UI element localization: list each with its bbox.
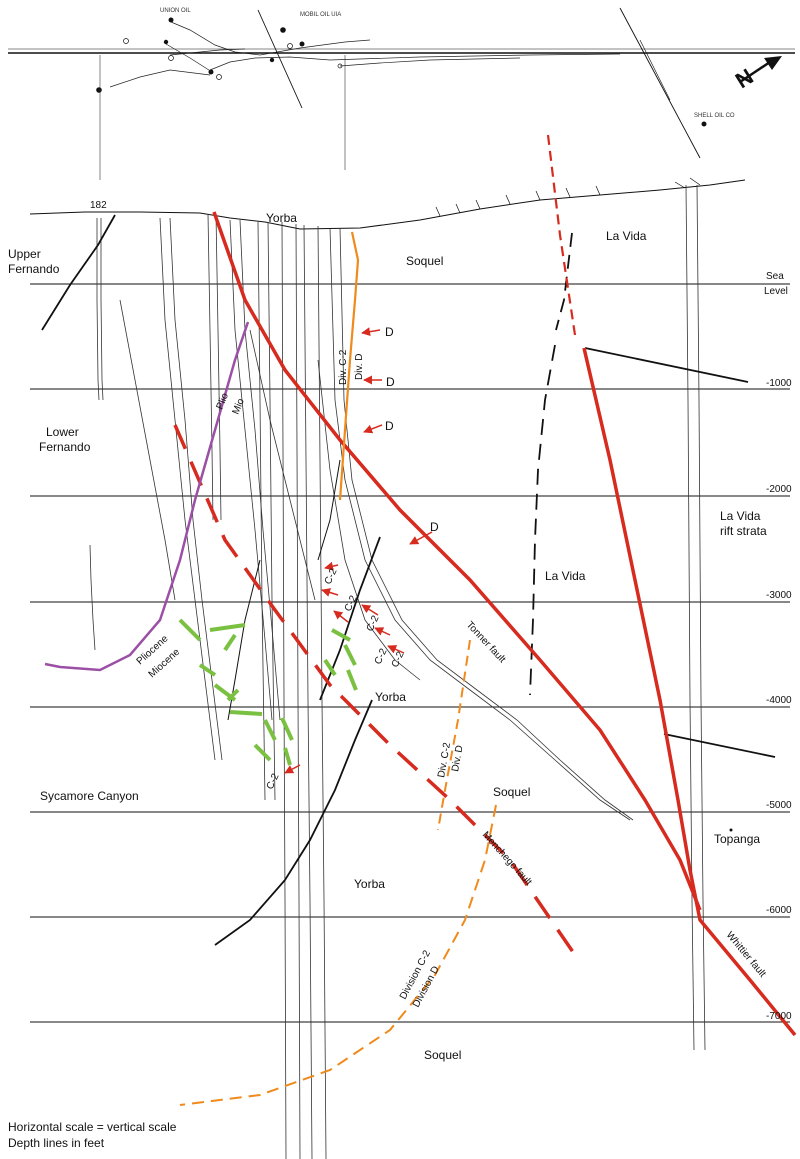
map-well-label: SHELL OIL CO <box>694 113 735 119</box>
formation-label: Upper <box>8 247 41 261</box>
formation-label: Fernando <box>39 440 91 454</box>
well-logs <box>89 184 706 1159</box>
map-fault-line <box>639 39 671 101</box>
north-arrow-letter: N <box>731 64 758 94</box>
depth-tick-label: -3000 <box>766 590 792 601</box>
map-well-open <box>287 43 293 49</box>
div-c2-label: Div. C-2 <box>338 349 349 385</box>
formation-label: Soquel <box>406 254 443 268</box>
pick-arrows <box>284 327 433 774</box>
map-well-trace <box>109 69 211 88</box>
red-faults <box>173 134 797 1037</box>
map-well-trace <box>165 43 213 73</box>
map-fault-line <box>619 7 701 159</box>
map-well-label: MOBIL OIL UIA <box>300 12 341 18</box>
sea-level-label: Sea <box>766 271 784 282</box>
formation-label: La Vida <box>720 509 761 523</box>
formation-label: Topanga <box>714 832 760 846</box>
division-contact-mid <box>437 639 471 831</box>
map-well-trace <box>339 57 521 67</box>
depth-tick-label: -5000 <box>766 800 792 811</box>
depth-scale: Sea Level -1000 -2000 -3000 -4000 -5000 … <box>764 271 792 1022</box>
formation-label: La Vida <box>606 229 647 243</box>
topanga-well-dot <box>729 828 733 832</box>
menchego-fault-label: Menchego fault <box>480 830 534 888</box>
pick-d-label: D <box>385 325 394 339</box>
formation-label: Yorba <box>375 690 406 704</box>
division-contact-upper <box>338 231 360 501</box>
map-well-dot <box>163 39 169 45</box>
map-fault-line <box>257 9 303 109</box>
formation-label: Soquel <box>493 785 530 799</box>
depth-tick-label: -6000 <box>766 905 792 916</box>
menchego-fault-line <box>173 424 577 956</box>
map-well-open <box>123 38 129 44</box>
pick-c2-label: C-2 <box>265 772 282 792</box>
surface-ticks <box>435 177 701 217</box>
pick-d-label: D <box>430 520 439 534</box>
depth-note: Depth lines in feet <box>8 1136 105 1150</box>
depth-grid <box>30 283 790 1023</box>
pick-c2-label: C-2 <box>323 567 340 587</box>
depth-tick-label: -7000 <box>766 1011 792 1022</box>
whittier-fault-line <box>582 347 797 1037</box>
fault-labels: Tonner fault Menchego fault Whittier fau… <box>464 620 768 980</box>
black-faults <box>41 214 776 946</box>
green-markers <box>178 618 358 766</box>
whittier-fault-line <box>546 134 577 336</box>
map-well-dot <box>269 57 275 63</box>
north-arrow-icon: N <box>731 56 782 93</box>
map-well-open <box>216 74 222 80</box>
map-well-trace <box>209 53 621 71</box>
div-d-label: Div. D <box>354 354 365 380</box>
map-well-trace <box>170 21 371 56</box>
depth-tick-label: -2000 <box>766 484 792 495</box>
map-well-dot <box>701 121 707 127</box>
depth-tick-label: -4000 <box>766 695 792 706</box>
map-well-open <box>168 55 174 61</box>
pick-d-label: D <box>385 419 394 433</box>
map-well-label: UNION OIL <box>160 8 191 14</box>
plio-mio-contact <box>44 321 250 672</box>
formation-label: Fernando <box>8 262 60 276</box>
sea-level-label: Level <box>764 286 788 297</box>
formation-label: Soquel <box>424 1048 461 1062</box>
map-well-dot <box>299 41 305 47</box>
pick-labels: D D D D C-2 C-2 C-2 C-2 C-2 C-2 <box>265 325 439 791</box>
pick-d-label: D <box>386 375 395 389</box>
formation-labels: Upper Fernando Lower Fernando Yorba Soqu… <box>8 211 767 1062</box>
scale-note: Horizontal scale = vertical scale <box>8 1120 177 1134</box>
mio-label: Mio <box>231 397 247 416</box>
map-well-dot <box>96 87 102 93</box>
formation-label: rift strata <box>720 524 767 538</box>
well-number-label: 182 <box>90 200 107 211</box>
map-well-dot <box>168 17 174 23</box>
formation-label: La Vida <box>545 569 586 583</box>
map-well-dot <box>280 27 286 33</box>
division-contact-lower <box>179 804 497 1106</box>
formation-label: Yorba <box>266 211 297 225</box>
map-well-trace <box>169 48 246 56</box>
formation-label: Yorba <box>354 877 385 891</box>
map-header: UNION OIL MOBIL OIL UIA SHELL OIL CO N <box>8 7 795 180</box>
tonner-fault-line <box>212 211 702 911</box>
plio-label: Plio <box>215 391 232 411</box>
formation-label: Sycamore Canyon <box>40 789 139 803</box>
div-d-label: Div. D <box>450 745 465 773</box>
formation-label: Lower <box>46 425 79 439</box>
depth-tick-label: -1000 <box>766 378 792 389</box>
ground-surface <box>29 179 746 230</box>
